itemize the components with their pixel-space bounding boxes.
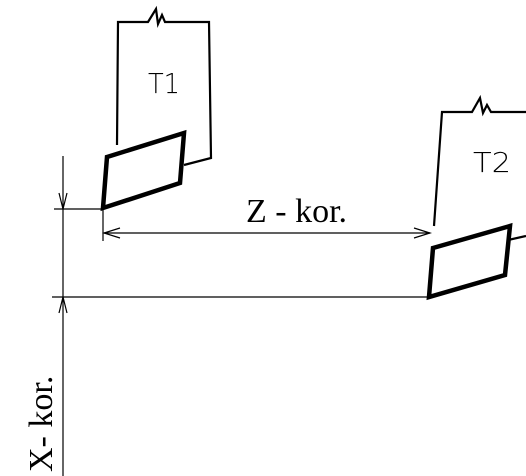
x-correction-label: X- kor.	[23, 376, 60, 472]
tool-t2-insert	[426, 222, 513, 301]
tool-t2-shank	[432, 94, 526, 227]
x-arrow-bottom	[58, 296, 68, 314]
z-correction-dimension: Z - kor.	[101, 193, 433, 239]
tool-t1-shank	[115, 5, 213, 167]
tool-t2: T2	[426, 94, 526, 301]
z-arrow-right	[413, 227, 433, 239]
z-correction-label: Z - kor.	[246, 193, 347, 230]
z-arrow-left	[101, 227, 121, 239]
tool-t2-label: T2	[473, 146, 511, 179]
tool-t1: T1	[100, 5, 213, 212]
tool-t2-shank-edge	[507, 234, 526, 242]
x-correction-dimension: X- kor.	[23, 156, 68, 476]
tool-t1-label: T1	[148, 67, 180, 100]
tool-t1-insert	[100, 129, 187, 212]
